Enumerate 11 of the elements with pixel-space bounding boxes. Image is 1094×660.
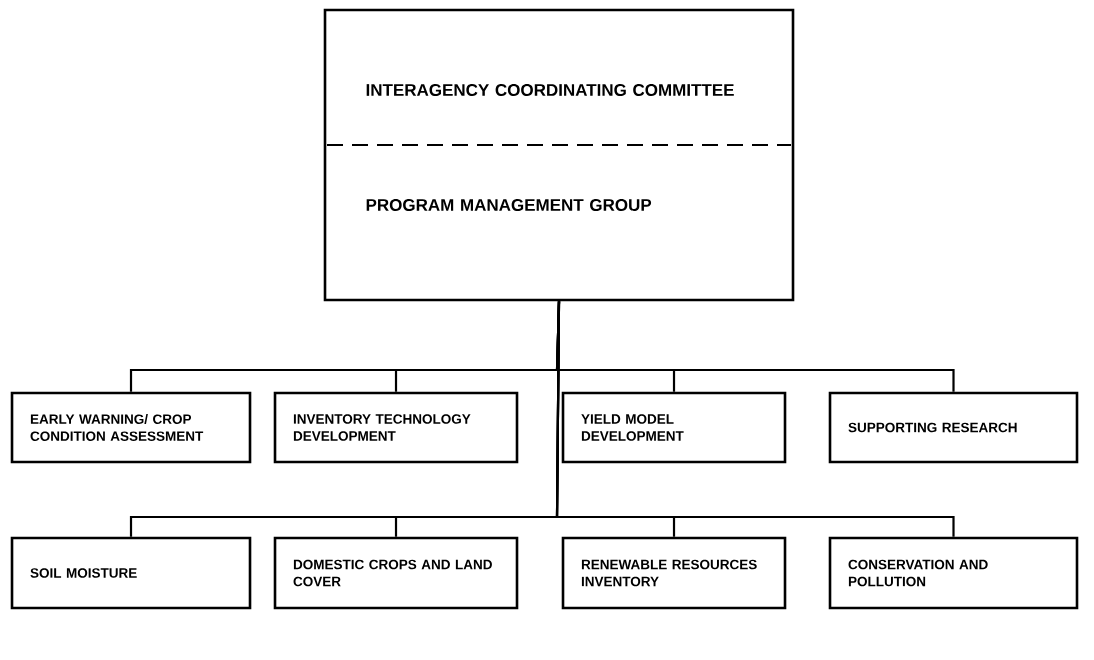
org-box: DOMESTIC CROPS AND LAND COVER: [273, 536, 519, 610]
org-box: INVENTORY TECHNOLOGY DEVELOPMENT: [273, 391, 519, 464]
org-box: EARLY WARNING/ CROP CONDITION ASSESSMENT: [10, 391, 252, 464]
org-box: SUPPORTING RESEARCH: [828, 391, 1079, 464]
org-box: YIELD MODEL DEVELOPMENT: [561, 391, 787, 464]
box-label: INTERAGENCY COORDINATING COMMITTEE: [366, 83, 734, 96]
org-box: RENEWABLE RESOURCES INVENTORY: [561, 536, 787, 610]
connector-line: [555, 301, 955, 537]
org-box: SOIL MOISTURE: [10, 536, 252, 610]
box-label: PROGRAM MANAGEMENT GROUP: [366, 198, 652, 211]
org-box: CONSERVATION AND POLLUTION: [828, 536, 1079, 610]
